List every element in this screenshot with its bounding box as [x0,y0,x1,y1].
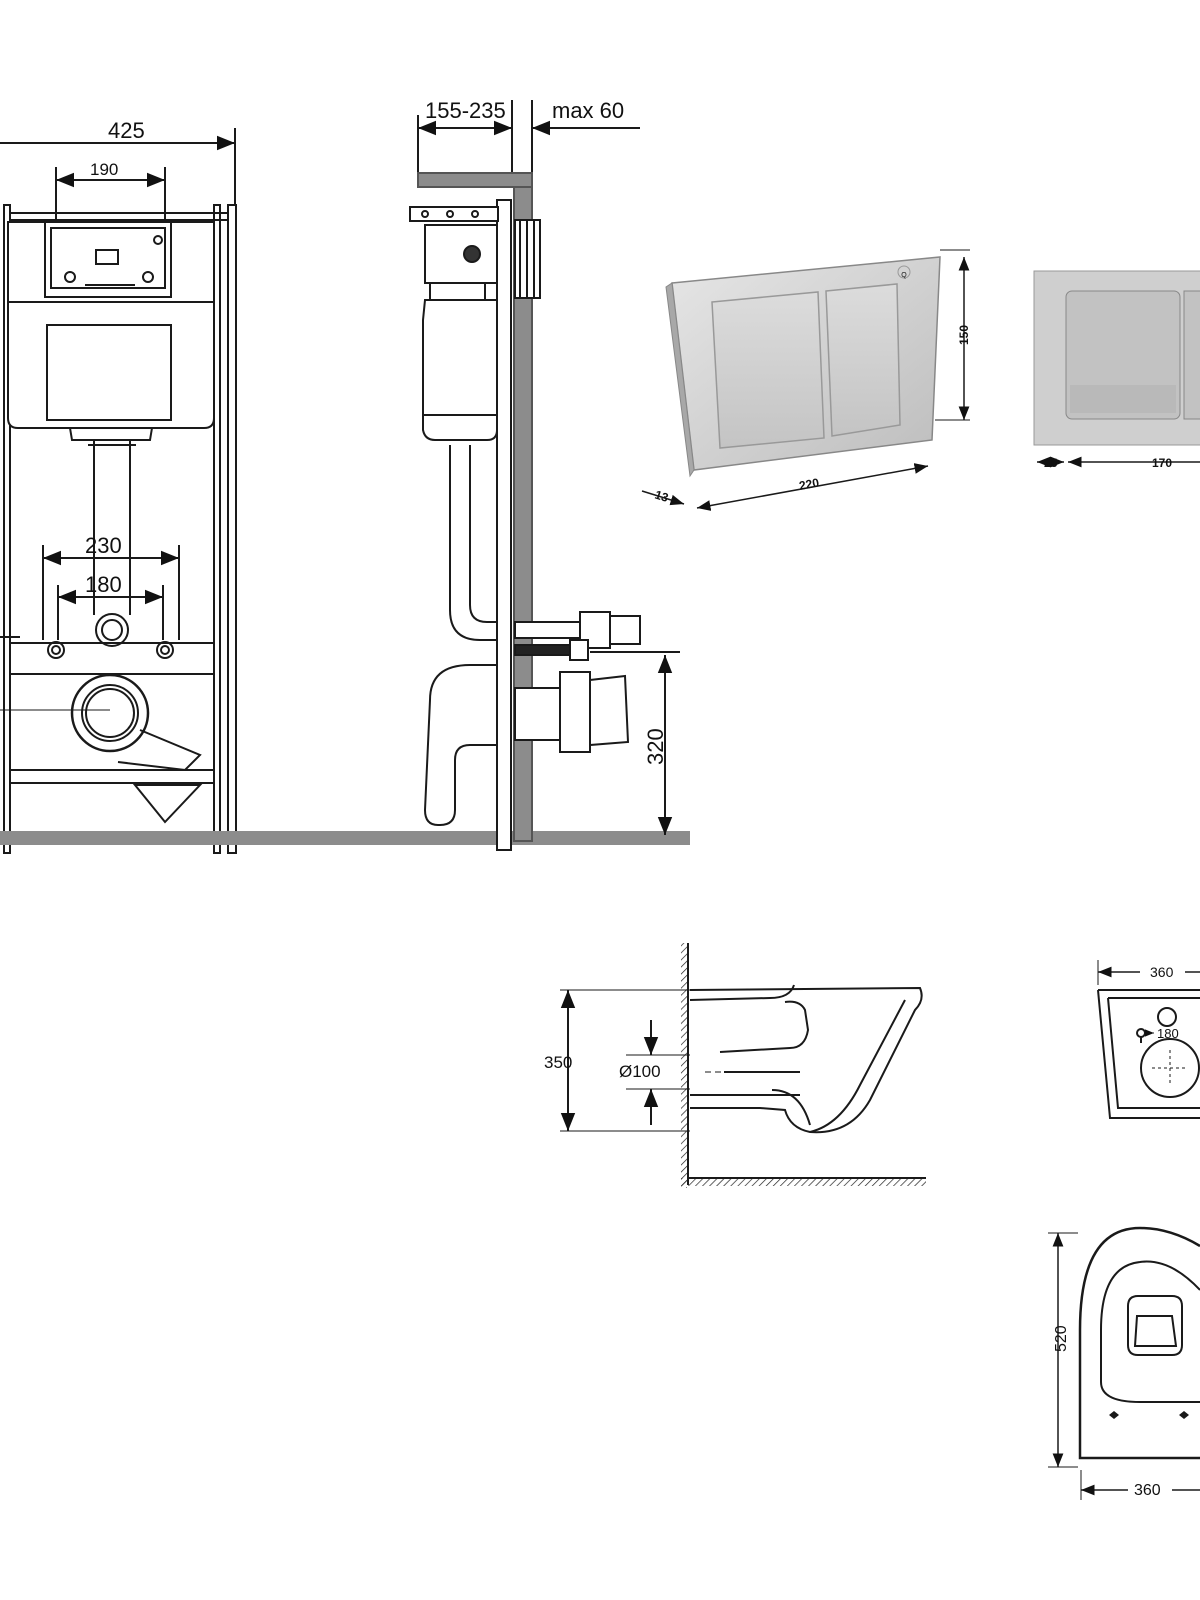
dim-plate-width: 220 [798,475,821,493]
dim-plate-margin: 25 [1044,456,1058,470]
flush-plate-logo: Q [901,272,907,279]
dim-toilet-height: 350 [544,1053,572,1072]
dim-stud-spacing: 230 [85,533,122,558]
dim-plate-height: 150 [957,325,971,345]
dim-outlet-height: 320 [643,728,668,765]
toilet-top-view [1048,1226,1200,1500]
dim-panel-width: 190 [90,160,118,179]
dim-toilet-length: 520 [1053,1325,1070,1352]
flush-plate-perspective [641,249,970,511]
dim-frame-width: 425 [108,118,145,143]
toilet-top-mounts [1109,1411,1189,1419]
dim-bolt-spacing: 180 [1157,1026,1179,1041]
dim-wall-depth: 155-235 [425,98,506,123]
dim-max-offset: max 60 [552,98,624,123]
toilet-back-view [1097,960,1200,1119]
frame-front-view [0,128,690,854]
dim-toilet-top-width: 360 [1134,1482,1161,1499]
frame-side-view [409,100,680,851]
dim-plate-depth: 13 [653,488,670,506]
dim-pipe-spacing: 180 [85,572,122,597]
toilet-side-view [560,943,926,1188]
dim-toilet-back-width: 360 [1150,964,1174,980]
dim-outlet-diameter: Ø100 [619,1062,661,1081]
flush-plate-front [1033,270,1200,468]
dim-plate-button-width: 170 [1152,456,1172,470]
